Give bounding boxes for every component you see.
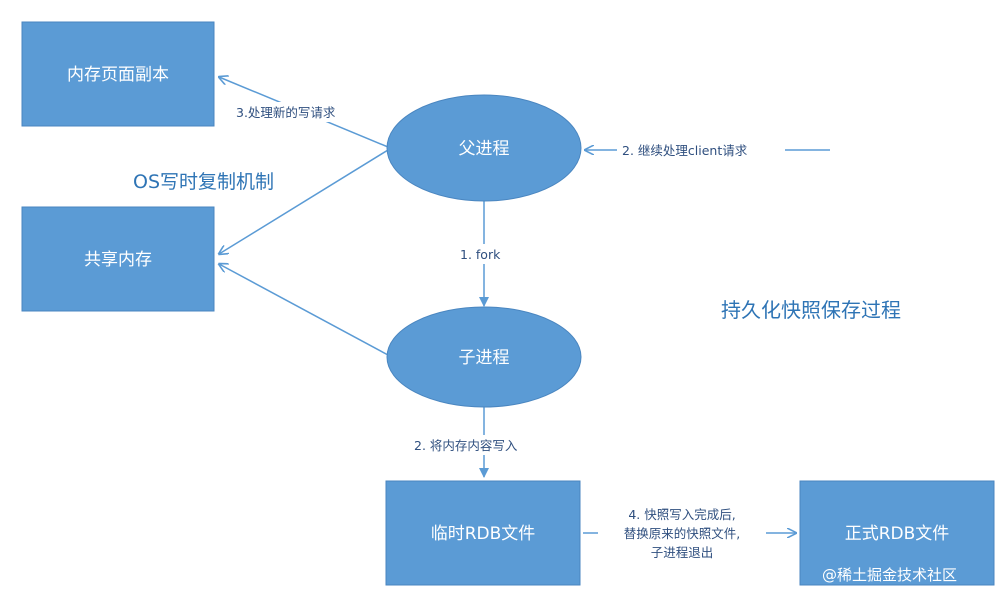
node-temp-rdb-label: 临时RDB文件 (431, 524, 536, 544)
label-handle-write: 3.处理新的写请求 (236, 105, 336, 120)
node-memory-copy-label: 内存页面副本 (67, 65, 169, 85)
label-fork: 1. fork (460, 247, 501, 262)
annotation-title: 持久化快照保存过程 (721, 298, 901, 322)
edge-child-to-shared-memory (219, 264, 389, 356)
node-final-rdb-label: 正式RDB文件 (845, 524, 950, 544)
label-replace-line3: 子进程退出 (651, 545, 714, 560)
label-write-memory: 2. 将内存内容写入 (414, 438, 518, 453)
label-replace-line1: 4. 快照写入完成后, (628, 507, 735, 522)
node-shared-memory: 共享内存 (21, 206, 215, 312)
node-parent-process-label: 父进程 (459, 139, 510, 159)
node-child-process-label: 子进程 (459, 348, 510, 368)
node-final-rdb: 正式RDB文件 (799, 480, 995, 586)
node-shared-memory-label: 共享内存 (84, 250, 152, 270)
annotation-cow: OS写时复制机制 (133, 171, 274, 193)
label-replace-line2: 替换原来的快照文件, (624, 526, 740, 541)
node-memory-copy: 内存页面副本 (21, 21, 215, 127)
node-temp-rdb: 临时RDB文件 (385, 480, 581, 586)
node-child-process: 子进程 (386, 306, 582, 408)
watermark: @稀土掘金技术社区 (822, 566, 957, 584)
node-parent-process: 父进程 (386, 94, 582, 202)
edge-parent-to-shared-memory (219, 149, 389, 254)
label-continue-client: 2. 继续处理client请求 (622, 143, 748, 158)
